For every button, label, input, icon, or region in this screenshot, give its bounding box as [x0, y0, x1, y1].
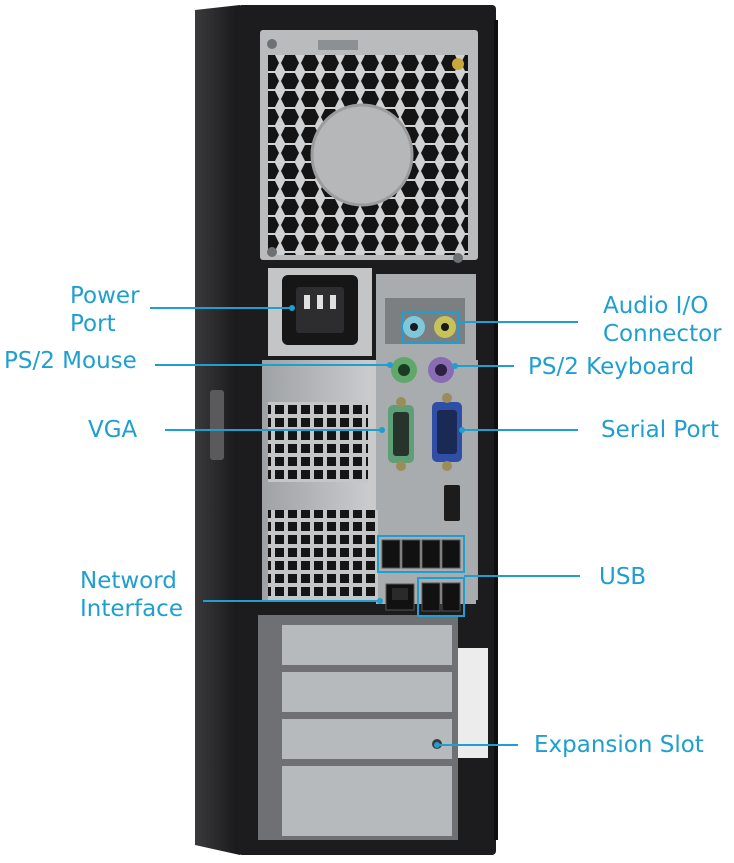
vga-label: VGA — [88, 417, 138, 443]
audio-io-label: Audio I/O Connector — [603, 292, 722, 348]
serial-port-label: Serial Port — [601, 417, 719, 443]
vga-connector — [432, 393, 462, 471]
audio-io-jacks — [403, 316, 456, 338]
ps2-mouse-label: PS/2 Mouse — [4, 348, 137, 374]
ps2-mouse-port — [391, 357, 417, 383]
power-port-socket — [268, 268, 372, 356]
network-interface-label: Netword Interface — [80, 567, 183, 623]
network-interface-label-line1: Netword — [80, 568, 177, 594]
network-port — [385, 583, 415, 611]
power-port-label-line1: Power — [70, 283, 140, 309]
audio-io-label-line2: Connector — [603, 321, 722, 347]
power-port-label: Power Port — [70, 282, 140, 338]
usb-ports — [381, 539, 461, 612]
callout-lines — [150, 307, 580, 746]
usb-bracket-bottom — [417, 577, 465, 617]
usb-label: USB — [599, 564, 647, 590]
power-supply — [260, 30, 478, 263]
network-interface-label-line2: Interface — [80, 596, 183, 622]
usb-bracket-top — [377, 535, 465, 573]
power-port-label-line2: Port — [70, 311, 116, 337]
expansion-slot-label: Expansion Slot — [534, 732, 704, 758]
displayport-connector — [444, 485, 460, 521]
ps2-keyboard-port — [428, 357, 454, 383]
audio-bracket — [401, 312, 459, 344]
expansion-slots — [258, 615, 488, 840]
serial-connector — [388, 397, 414, 471]
callout-dots — [289, 305, 465, 748]
audio-io-label-line1: Audio I/O — [603, 293, 709, 319]
ps2-keyboard-label: PS/2 Keyboard — [528, 354, 695, 380]
